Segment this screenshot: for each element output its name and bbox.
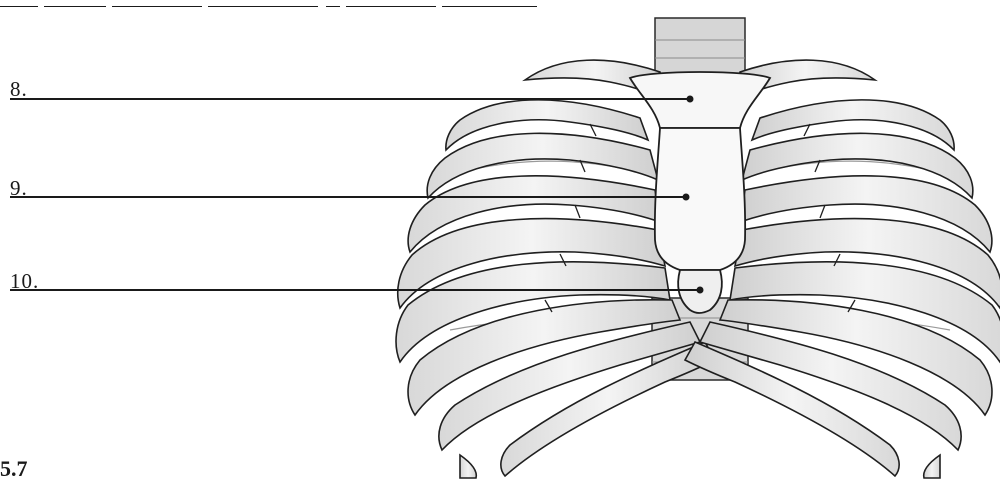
label-number-10: 10. [10,271,39,292]
sternal-body [655,128,745,270]
label-number-9: 9. [10,178,28,199]
figure-caption: 5.7 [0,458,28,480]
label-number-8: 8. [10,79,28,100]
